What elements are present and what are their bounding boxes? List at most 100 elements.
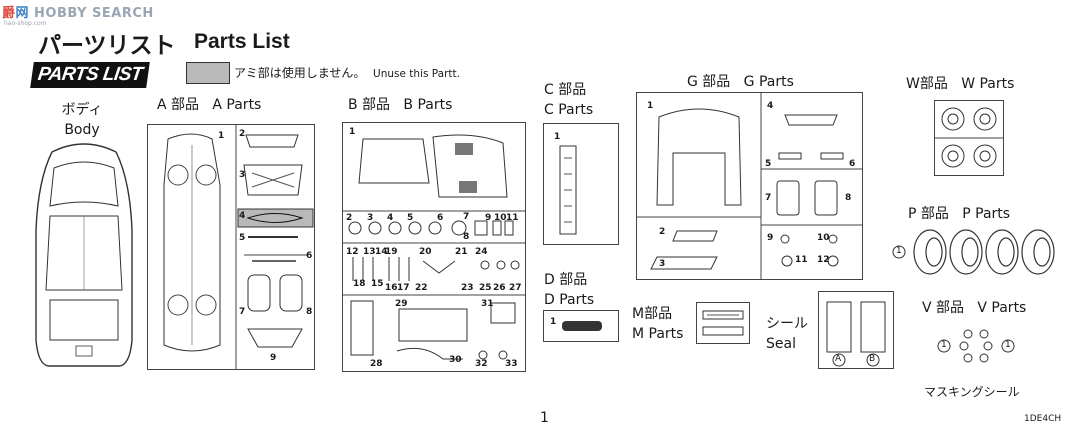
- watermark-url: hao-shop.com: [4, 20, 47, 27]
- g-part-number: 4: [767, 101, 774, 111]
- v-parts-drawing: [937, 329, 1015, 363]
- g-part-number: 9: [767, 233, 774, 243]
- unused-legend-swatch: [186, 62, 230, 84]
- b-part-number: 24: [475, 247, 488, 257]
- w-parts-drawing: [935, 107, 1003, 168]
- g-part-number: 5: [765, 159, 772, 169]
- b-part-number: 11: [506, 213, 519, 223]
- a-part-number: 6: [306, 251, 313, 261]
- b-part-number: 2: [346, 213, 353, 223]
- b-part-number: 18: [353, 279, 366, 289]
- g-part-number: 7: [765, 193, 772, 203]
- b-parts-runner: 1 2 3 4 5 6 7 8 9 10 11 12 13 14 15 16 1…: [342, 122, 526, 372]
- g-part-number: 1: [647, 101, 654, 111]
- g-part-number: 10: [817, 233, 830, 243]
- b-part-number: 6: [437, 213, 444, 223]
- b-part-number: 33: [505, 359, 518, 369]
- b-part-number: 17: [397, 283, 410, 293]
- a-parts-runner: 1 2 3 4 5 6 7 8 9: [147, 124, 315, 370]
- a-part-number: 5: [239, 233, 246, 243]
- d-part-number: 1: [550, 317, 557, 327]
- m-parts-runner: [696, 302, 750, 344]
- g-part-number: 12: [817, 255, 830, 265]
- b-part-number: 25: [479, 283, 492, 293]
- g-part-number: 2: [659, 227, 666, 237]
- g-part-number: 8: [845, 193, 852, 203]
- c-part-number: 1: [554, 132, 561, 142]
- a-part-number: 1: [218, 131, 225, 141]
- b-part-number: 8: [463, 232, 470, 242]
- b-part-number: 3: [367, 213, 374, 223]
- page-number: 1: [540, 410, 549, 426]
- watermark-logo: 爵网 HOBBY SEARCH: [2, 6, 154, 21]
- a-part-number: 4: [239, 211, 246, 221]
- b-part-number: 13: [363, 247, 376, 257]
- body-shell-drawing: [35, 143, 133, 367]
- g-parts-runner: 1 2 3 4 5 6 7 8 9 10 11 12: [636, 92, 863, 280]
- seal-drawing: [826, 301, 886, 367]
- b-part-number: 7: [463, 212, 470, 222]
- b-part-number: 23: [461, 283, 474, 293]
- d-parts-runner: 1: [543, 310, 619, 342]
- a-part-number: 3: [239, 170, 246, 180]
- b-part-number: 4: [387, 213, 394, 223]
- seal-sheet: A B: [818, 291, 894, 369]
- v-part-number: 1: [941, 340, 947, 350]
- b-part-number: 32: [475, 359, 488, 369]
- g-part-number: 11: [795, 255, 808, 265]
- p-parts-label: P 部品 P Parts: [908, 206, 1011, 222]
- w-parts-runner: [934, 100, 1004, 176]
- p-parts-tires: [892, 229, 1055, 275]
- b-part-number: 22: [415, 283, 428, 293]
- b-part-number: 12: [346, 247, 359, 257]
- masking-seal-label: マスキングシール: [924, 385, 1020, 399]
- parts-list-logo: PARTS LIST: [30, 62, 150, 88]
- a-part-number: 9: [270, 353, 277, 363]
- seal-a-marker: A: [835, 354, 842, 364]
- g-parts-drawing: [637, 93, 862, 279]
- a-part-number: 7: [239, 307, 246, 317]
- b-part-number: 29: [395, 299, 408, 309]
- v-part-number: 1: [1005, 340, 1011, 350]
- v-parts-label: V 部品 V Parts: [922, 300, 1027, 316]
- unused-legend-text: アミ部は使用しません。 Unuse this Partt.: [234, 66, 460, 80]
- b-part-number: 10: [494, 213, 507, 223]
- a-part-number: 8: [306, 307, 313, 317]
- b-part-number: 26: [493, 283, 506, 293]
- b-part-number: 31: [481, 299, 494, 309]
- a-part-number: 2: [239, 129, 246, 139]
- a-parts-label: A 部品 A Parts: [157, 97, 262, 113]
- b-part-number: 19: [385, 247, 398, 257]
- b-part-number: 5: [407, 213, 414, 223]
- g-parts-label: G 部品 G Parts: [687, 74, 794, 90]
- m-parts-drawing: [702, 310, 744, 336]
- d-parts-drawing: [562, 321, 602, 331]
- c-parts-runner: 1: [543, 123, 619, 245]
- b-part-number: 14: [375, 247, 388, 257]
- b-part-number: 1: [349, 127, 356, 137]
- b-part-number: 30: [449, 355, 462, 365]
- b-part-number: 20: [419, 247, 432, 257]
- b-part-number: 15: [371, 279, 384, 289]
- title-english: Parts List: [194, 30, 290, 53]
- c-parts-drawing: [559, 145, 577, 235]
- b-part-number: 21: [455, 247, 468, 257]
- p-part-number: 1: [896, 246, 902, 256]
- b-part-number: 28: [370, 359, 383, 369]
- document-code: 1DE4CH: [1024, 414, 1062, 424]
- seal-b-marker: B: [869, 354, 876, 364]
- g-part-number: 6: [849, 159, 856, 169]
- b-parts-drawing: [343, 134, 525, 360]
- w-parts-label: W部品 W Parts: [906, 76, 1015, 92]
- a-parts-drawing: [163, 125, 314, 369]
- g-part-number: 3: [659, 259, 666, 269]
- b-part-number: 16: [385, 283, 398, 293]
- b-part-number: 9: [485, 213, 492, 223]
- b-part-number: 27: [509, 283, 522, 293]
- b-parts-label: B 部品 B Parts: [348, 97, 453, 113]
